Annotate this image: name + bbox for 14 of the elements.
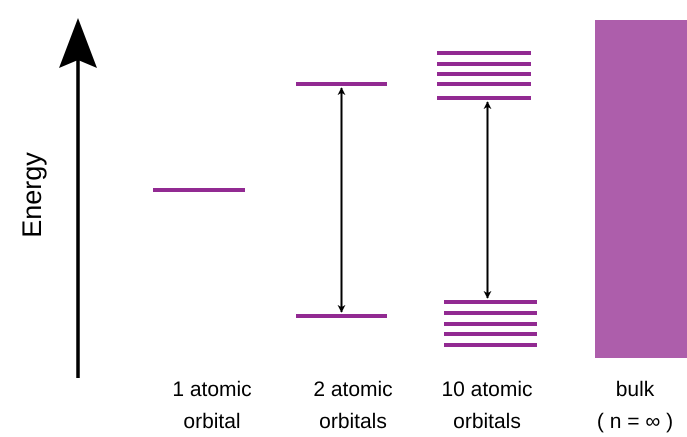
energy-band	[437, 51, 531, 100]
column-label: ( n = ∞ )	[596, 409, 674, 435]
column-label: bulk	[614, 377, 656, 403]
continuous-band	[595, 20, 687, 358]
column-label: 2 atomic orbitals	[312, 377, 394, 435]
energy-band	[444, 300, 537, 347]
column-label: 1 atomic orbital	[171, 377, 253, 435]
energy-level	[296, 314, 387, 318]
column-label: 10 atomic orbitals	[440, 377, 534, 435]
double-arrow	[338, 87, 346, 313]
axis-label: Energy	[17, 151, 47, 240]
double-arrow	[484, 101, 492, 299]
energy-level	[153, 188, 245, 192]
energy-level	[296, 82, 387, 86]
